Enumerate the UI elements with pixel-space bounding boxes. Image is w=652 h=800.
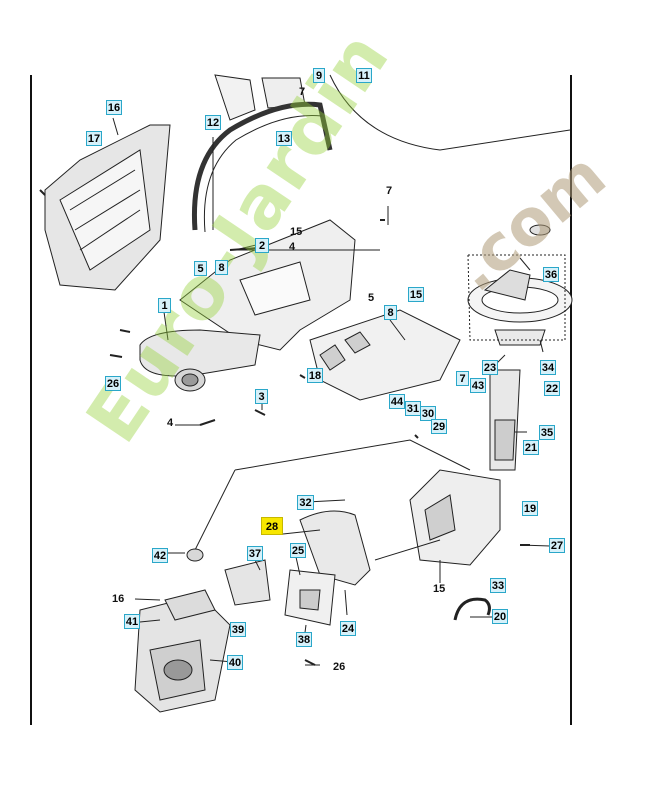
callout-9[interactable]: 9 xyxy=(313,68,325,83)
callout-40[interactable]: 40 xyxy=(227,655,243,670)
callout-13[interactable]: 13 xyxy=(276,131,292,146)
callout-16-top[interactable]: 16 xyxy=(106,100,122,115)
callout-35[interactable]: 35 xyxy=(539,425,555,440)
frame-right-line xyxy=(570,75,572,725)
callout-44[interactable]: 44 xyxy=(389,394,405,409)
label-7-top: 7 xyxy=(299,86,306,98)
callout-34[interactable]: 34 xyxy=(540,360,556,375)
callout-21[interactable]: 21 xyxy=(523,440,539,455)
callout-42[interactable]: 42 xyxy=(152,548,168,563)
callout-22[interactable]: 22 xyxy=(544,381,560,396)
label-26-lower: 26 xyxy=(333,661,346,673)
callout-28-highlighted[interactable]: 28 xyxy=(261,517,283,535)
label-15-lower: 15 xyxy=(433,583,446,595)
callout-24[interactable]: 24 xyxy=(340,621,356,636)
callout-26-left[interactable]: 26 xyxy=(105,376,121,391)
callout-8-left[interactable]: 8 xyxy=(215,260,228,275)
callout-31[interactable]: 31 xyxy=(405,401,421,416)
callout-43[interactable]: 43 xyxy=(470,378,486,393)
callout-2[interactable]: 2 xyxy=(255,238,269,253)
callout-32[interactable]: 32 xyxy=(297,495,314,510)
callout-39[interactable]: 39 xyxy=(230,622,246,637)
callout-12[interactable]: 12 xyxy=(205,115,221,130)
callout-19[interactable]: 19 xyxy=(522,501,538,516)
callout-7-right[interactable]: 7 xyxy=(456,371,469,386)
callout-18[interactable]: 18 xyxy=(307,368,323,383)
callout-11[interactable]: 11 xyxy=(356,68,372,83)
callout-15-right[interactable]: 15 xyxy=(408,287,424,302)
callout-36[interactable]: 36 xyxy=(543,267,559,282)
callout-3[interactable]: 3 xyxy=(255,389,268,404)
callout-30[interactable]: 30 xyxy=(420,406,436,421)
callout-33[interactable]: 33 xyxy=(490,578,506,593)
callout-1[interactable]: 1 xyxy=(158,298,171,313)
callout-41[interactable]: 41 xyxy=(124,614,140,629)
callout-29[interactable]: 29 xyxy=(431,419,447,434)
callout-20[interactable]: 20 xyxy=(492,609,508,624)
callout-38[interactable]: 38 xyxy=(296,632,312,647)
callout-27[interactable]: 27 xyxy=(549,538,565,553)
callout-25[interactable]: 25 xyxy=(290,543,306,558)
callout-23[interactable]: 23 xyxy=(482,360,498,375)
callout-8-right[interactable]: 8 xyxy=(384,305,397,320)
frame-left-line xyxy=(30,75,32,725)
label-4-lower: 4 xyxy=(167,417,174,429)
callout-5-left[interactable]: 5 xyxy=(194,261,207,276)
label-7-upper-right: 7 xyxy=(386,185,393,197)
callout-17[interactable]: 17 xyxy=(86,131,102,146)
label-4-center: 4 xyxy=(289,241,296,253)
callout-37[interactable]: 37 xyxy=(247,546,263,561)
label-5-center: 5 xyxy=(368,292,375,304)
label-16-lower: 16 xyxy=(112,593,125,605)
label-15-center: 15 xyxy=(290,226,303,238)
